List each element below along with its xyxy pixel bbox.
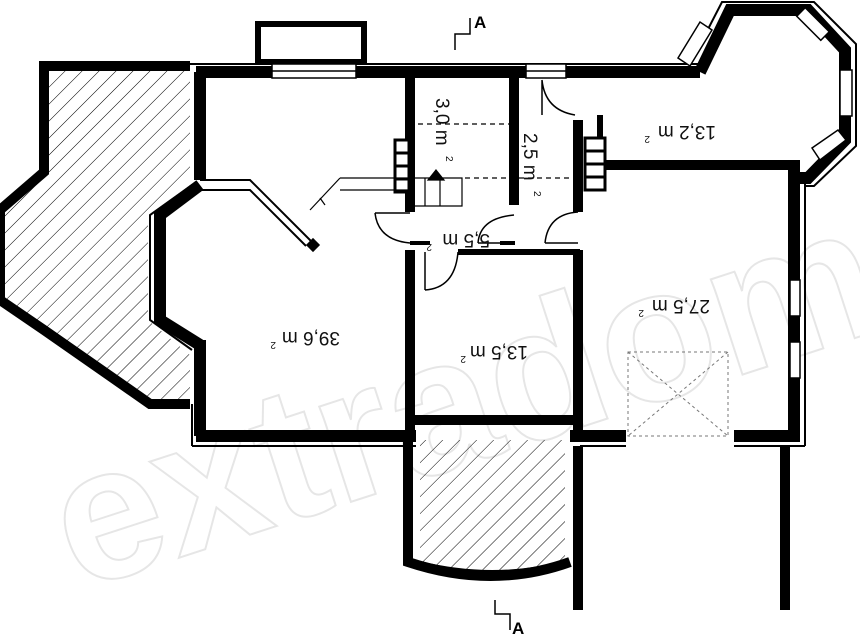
windows <box>271 6 853 379</box>
doors <box>374 79 579 291</box>
svg-text:2: 2 <box>460 353 466 364</box>
svg-text:27,5 m: 27,5 m <box>652 295 710 316</box>
room-label-hall: 5,5 m 2 <box>426 229 490 252</box>
svg-text:2: 2 <box>531 191 542 197</box>
section-marker-top: A <box>454 13 486 50</box>
svg-text:A: A <box>512 619 524 636</box>
svg-text:13,2 m: 13,2 m <box>658 121 716 142</box>
svg-text:2: 2 <box>644 133 650 144</box>
svg-text:13,5 m: 13,5 m <box>470 341 528 362</box>
stair-end <box>305 237 321 253</box>
garage-pit <box>627 351 729 437</box>
svg-text:2: 2 <box>426 241 432 252</box>
section-marker-bottom: A <box>494 600 524 636</box>
room-label-bedroom: 13,2 m 2 <box>644 121 716 144</box>
svg-text:2: 2 <box>638 307 644 318</box>
svg-text:39,6 m: 39,6 m <box>282 327 340 348</box>
room-label-garage: 27,5 m 2 <box>638 295 710 318</box>
svg-text:2: 2 <box>270 339 276 350</box>
room-label-kitchen: 13,5 m 2 <box>460 341 528 364</box>
left-terrace <box>0 61 190 409</box>
svg-text:A: A <box>474 13 486 32</box>
stairs <box>309 123 575 211</box>
bottom-terrace <box>403 440 572 581</box>
svg-text:3,0 m: 3,0 m <box>431 98 452 146</box>
top-bay <box>255 21 367 65</box>
svg-text:2,5 m: 2,5 m <box>519 133 540 181</box>
room-label-corridor: 2,5 m 2 <box>519 133 542 197</box>
radiators <box>393 136 607 194</box>
room-label-living: 39,6 m 2 <box>270 327 340 350</box>
svg-text:5,5 m: 5,5 m <box>442 229 490 250</box>
room-label-wc: 3,0 m 2 <box>431 98 454 162</box>
svg-text:2: 2 <box>443 156 454 162</box>
